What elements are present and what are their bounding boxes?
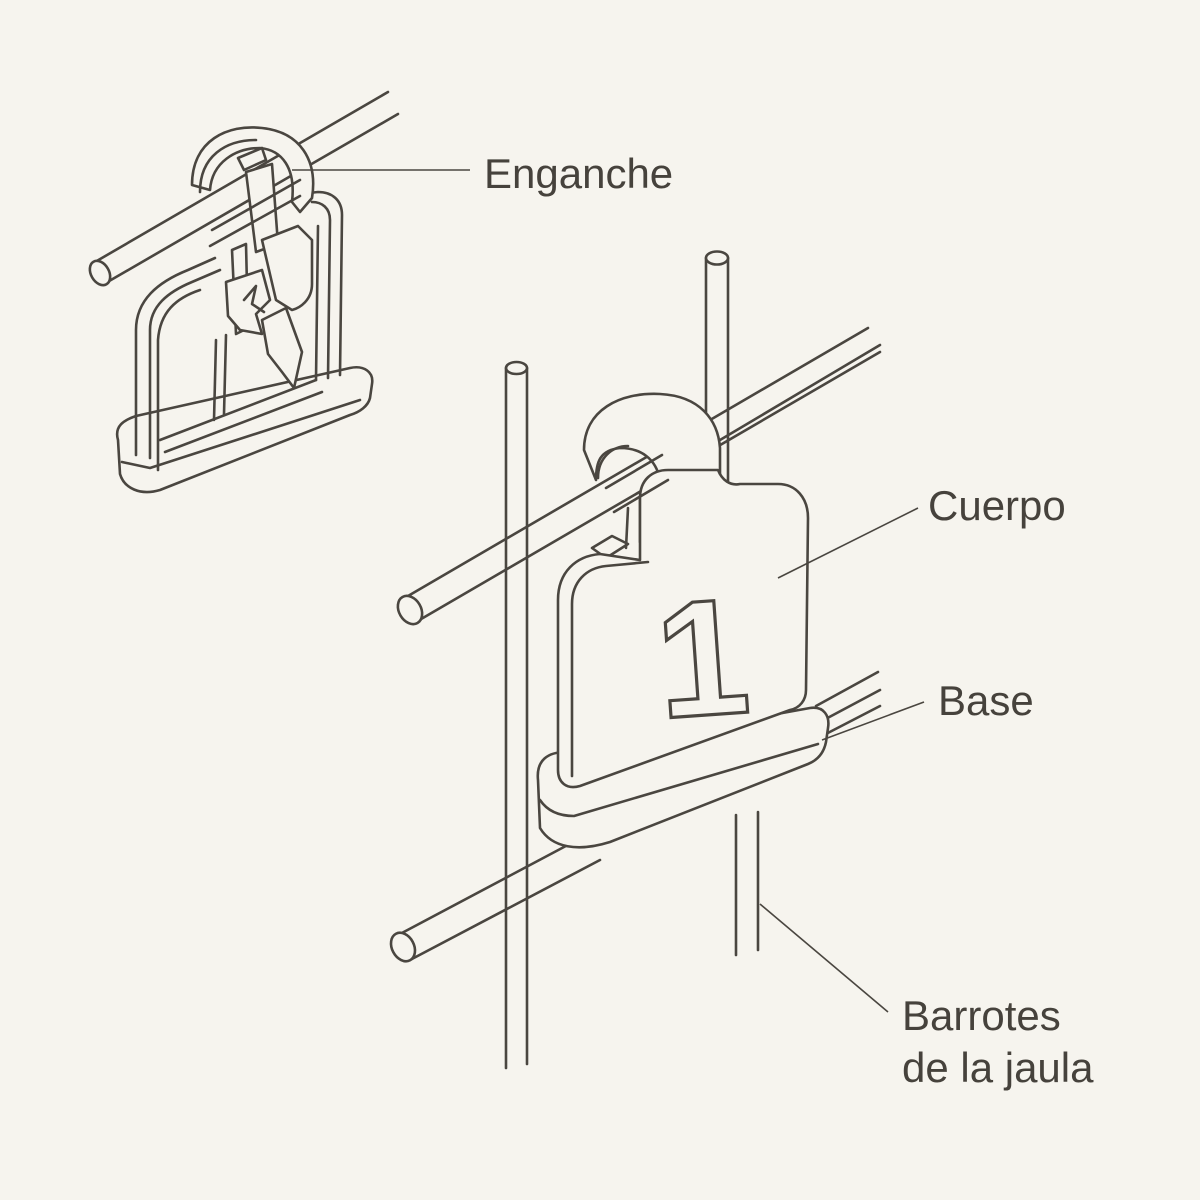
- small-base: [115, 366, 374, 494]
- leader-bars: [759, 903, 889, 1013]
- lower-rod: [389, 670, 882, 963]
- small-frame: [134, 190, 344, 472]
- label-base: Base: [938, 677, 1034, 724]
- label-bars-line1: Barrotes: [902, 992, 1061, 1039]
- vertical-bar-left: [504, 360, 529, 1070]
- label-hook: Enganche: [484, 150, 673, 197]
- small-clip: [224, 224, 314, 390]
- tag-body: [556, 468, 810, 789]
- leader-lines: [292, 169, 925, 1013]
- main-cage: 1: [389, 250, 882, 1070]
- tag-number: 1: [650, 563, 754, 753]
- small-rod: [88, 90, 400, 287]
- label-body: Cuerpo: [928, 482, 1066, 529]
- small-tag-detail: [88, 90, 400, 494]
- leader-body: [777, 507, 919, 579]
- label-bars-line2: de la jaula: [902, 1044, 1094, 1091]
- leader-base: [821, 701, 925, 741]
